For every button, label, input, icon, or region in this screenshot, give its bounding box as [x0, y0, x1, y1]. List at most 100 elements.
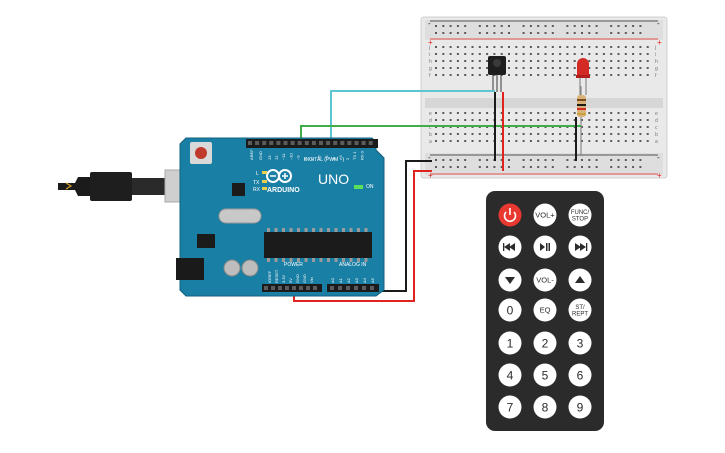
breadboard-hole[interactable]: [566, 140, 569, 142]
breadboard-hole[interactable]: [573, 53, 576, 55]
breadboard-hole[interactable]: [566, 74, 569, 76]
header-pin[interactable]: [361, 141, 366, 145]
breadboard-hole[interactable]: [595, 46, 598, 48]
breadboard-hole[interactable]: [508, 53, 510, 55]
rail-hole[interactable]: [478, 25, 481, 27]
breadboard-hole[interactable]: [551, 74, 554, 76]
breadboard-hole[interactable]: [544, 46, 547, 48]
breadboard-hole[interactable]: [639, 74, 642, 76]
breadboard-hole[interactable]: [595, 67, 598, 69]
header-pin[interactable]: [255, 141, 260, 145]
rail-hole[interactable]: [595, 159, 598, 161]
breadboard-hole[interactable]: [559, 46, 562, 48]
breadboard-hole[interactable]: [646, 140, 649, 142]
resistor[interactable]: [577, 86, 586, 156]
breadboard-hole[interactable]: [508, 133, 510, 135]
rail-hole[interactable]: [581, 159, 583, 161]
breadboard-hole[interactable]: [529, 112, 532, 114]
breadboard-hole[interactable]: [566, 67, 569, 69]
rail-hole[interactable]: [639, 32, 642, 34]
breadboard-hole[interactable]: [442, 140, 445, 142]
breadboard-hole[interactable]: [551, 133, 554, 135]
breadboard-hole[interactable]: [471, 119, 474, 121]
breadboard-hole[interactable]: [493, 46, 496, 48]
rail-hole[interactable]: [537, 32, 540, 34]
header-pin[interactable]: [346, 286, 350, 290]
breadboard-hole[interactable]: [522, 133, 525, 135]
breadboard-hole[interactable]: [610, 140, 613, 142]
rail-hole[interactable]: [478, 159, 481, 161]
breadboard-hole[interactable]: [537, 140, 540, 142]
breadboard-hole[interactable]: [522, 67, 525, 69]
rail-hole[interactable]: [508, 32, 510, 34]
breadboard-hole[interactable]: [529, 67, 532, 69]
breadboard-hole[interactable]: [515, 53, 518, 55]
rail-hole[interactable]: [632, 32, 635, 34]
breadboard-hole[interactable]: [464, 60, 467, 62]
breadboard-hole[interactable]: [449, 119, 452, 121]
breadboard-hole[interactable]: [610, 67, 613, 69]
rail-hole[interactable]: [617, 32, 620, 34]
breadboard-hole[interactable]: [456, 60, 459, 62]
breadboard-hole[interactable]: [515, 140, 518, 142]
breadboard-hole[interactable]: [500, 112, 503, 114]
rail-hole[interactable]: [486, 32, 489, 34]
breadboard-hole[interactable]: [646, 74, 649, 76]
breadboard-hole[interactable]: [602, 112, 605, 114]
breadboard-hole[interactable]: [486, 140, 489, 142]
header-pin[interactable]: [338, 286, 342, 290]
rail-hole[interactable]: [508, 25, 510, 27]
rail-hole[interactable]: [442, 159, 445, 161]
breadboard-hole[interactable]: [471, 60, 474, 62]
rail-hole[interactable]: [529, 166, 532, 168]
rail-hole[interactable]: [486, 25, 489, 27]
breadboard-hole[interactable]: [515, 67, 518, 69]
rail-hole[interactable]: [581, 25, 583, 27]
remote-button-9[interactable]: 9: [568, 395, 592, 419]
remote-button-6[interactable]: 6: [568, 363, 592, 387]
breadboard-hole[interactable]: [515, 60, 518, 62]
breadboard-hole[interactable]: [500, 140, 503, 142]
rail-hole[interactable]: [566, 159, 569, 161]
breadboard-hole[interactable]: [610, 133, 613, 135]
breadboard-hole[interactable]: [544, 133, 547, 135]
breadboard-hole[interactable]: [595, 60, 598, 62]
breadboard-hole[interactable]: [449, 53, 452, 55]
breadboard-hole[interactable]: [500, 133, 503, 135]
breadboard-hole[interactable]: [588, 133, 591, 135]
rail-hole[interactable]: [632, 25, 635, 27]
breadboard-hole[interactable]: [508, 74, 510, 76]
rail-hole[interactable]: [435, 166, 437, 168]
breadboard-hole[interactable]: [588, 53, 591, 55]
rail-hole[interactable]: [566, 166, 569, 168]
breadboard-hole[interactable]: [442, 119, 445, 121]
breadboard-hole[interactable]: [595, 119, 598, 121]
header-pin[interactable]: [285, 286, 289, 290]
rail-hole[interactable]: [522, 159, 525, 161]
breadboard-hole[interactable]: [639, 53, 642, 55]
rail-hole[interactable]: [500, 166, 503, 168]
rail-hole[interactable]: [493, 32, 496, 34]
remote-button-5[interactable]: 5: [533, 363, 557, 387]
breadboard-hole[interactable]: [646, 53, 649, 55]
breadboard-hole[interactable]: [471, 46, 474, 48]
breadboard-hole[interactable]: [486, 67, 489, 69]
breadboard-hole[interactable]: [522, 46, 525, 48]
breadboard-hole[interactable]: [595, 53, 598, 55]
breadboard-hole[interactable]: [573, 46, 576, 48]
breadboard-hole[interactable]: [610, 119, 613, 121]
breadboard-hole[interactable]: [449, 67, 452, 69]
breadboard-hole[interactable]: [456, 112, 459, 114]
wire-power[interactable]: [293, 170, 432, 302]
breadboard-hole[interactable]: [449, 112, 452, 114]
header-pin[interactable]: [313, 286, 317, 290]
remote-button-down[interactable]: [498, 268, 522, 292]
breadboard-hole[interactable]: [602, 60, 605, 62]
breadboard-hole[interactable]: [544, 67, 547, 69]
remote-button-func-stop[interactable]: FUNC/STOP: [568, 203, 592, 227]
breadboard-hole[interactable]: [508, 60, 510, 62]
header-pin[interactable]: [264, 286, 268, 290]
breadboard-hole[interactable]: [632, 53, 635, 55]
breadboard-hole[interactable]: [646, 67, 649, 69]
